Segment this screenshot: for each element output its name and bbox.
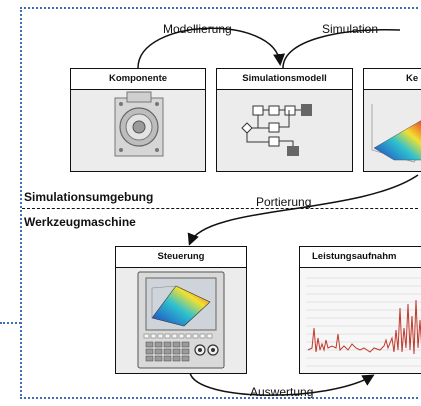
box-third-title: Ke: [364, 69, 421, 90]
system-frame: [20, 7, 418, 399]
section-werkzeugmaschine: Werkzeugmaschine: [24, 215, 136, 229]
label-portierung: Portierung: [256, 195, 312, 209]
label-auswertung: Auswertung: [250, 385, 314, 399]
label-simulation: Simulation: [322, 22, 379, 36]
power-signal-plot-image: [306, 277, 421, 367]
cnc-control-panel-image: [137, 271, 225, 369]
box-leistungsaufnahme-title: Leistungsaufnahm: [300, 247, 421, 268]
box-simulationsmodell: Simulationsmodell: [216, 68, 353, 172]
box-komponente: Komponente: [70, 68, 206, 172]
box-simulationsmodell-title: Simulationsmodell: [217, 69, 352, 90]
box-leistungsaufnahme: Leistungsaufnahm: [299, 246, 421, 374]
section-simulationsumgebung: Simulationsumgebung: [24, 190, 154, 204]
label-modellierung: Modellierung: [163, 22, 232, 36]
block-diagram-image: [241, 104, 312, 156]
box-steuerung-title: Steuerung: [116, 247, 246, 268]
motor-component-image: [114, 91, 164, 157]
surface-plot-image: [371, 104, 421, 163]
box-kennfeld-truncated: Ke: [363, 68, 421, 172]
box-komponente-title: Komponente: [71, 69, 205, 90]
frame-lead-line: [0, 322, 21, 324]
box-steuerung: Steuerung: [115, 246, 247, 374]
section-divider: [22, 208, 418, 209]
